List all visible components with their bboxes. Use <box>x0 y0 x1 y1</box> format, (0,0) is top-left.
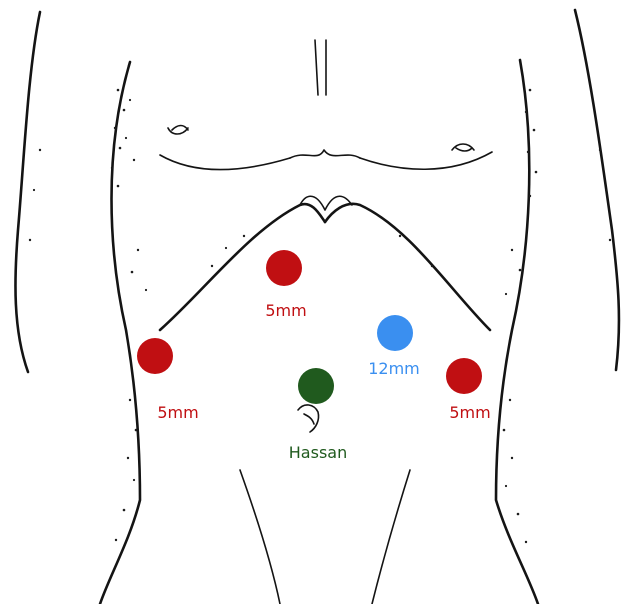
port-label-right-flank: 5mm <box>157 403 198 422</box>
port-site-icon-umbilical <box>298 368 334 404</box>
sternum-line <box>315 40 326 95</box>
port-label-epigastric: 5mm <box>265 301 306 320</box>
stipple-shading <box>29 89 611 544</box>
left-groin-line <box>372 470 410 604</box>
port-site-icon-left-flank <box>446 358 482 394</box>
port-site-icon-right-flank <box>137 338 173 374</box>
torso-silhouette <box>15 10 619 604</box>
right-groin-line <box>240 470 280 604</box>
left-arm-outline <box>575 10 619 370</box>
left-flank-outline <box>496 60 538 604</box>
nipple-icon <box>168 126 474 152</box>
left-nipple <box>452 144 474 151</box>
port-site-icon-epigastric <box>266 250 302 286</box>
navel-mark <box>298 405 319 432</box>
left-pectoral-line <box>360 152 492 169</box>
chest-contours <box>160 40 492 330</box>
navel-icon <box>298 405 319 432</box>
sternal-notch <box>290 150 360 158</box>
right-flank-outline <box>100 62 140 604</box>
port-label-umbilical: Hassan <box>289 443 347 462</box>
right-arm-outline <box>15 12 40 372</box>
port-label-left-upper: 12mm <box>368 359 420 378</box>
port-label-left-flank: 5mm <box>449 403 490 422</box>
right-pectoral-line <box>160 155 290 170</box>
port-site-icon-left-upper <box>377 315 413 351</box>
right-nipple <box>168 126 188 135</box>
left-costal-margin <box>325 204 490 330</box>
